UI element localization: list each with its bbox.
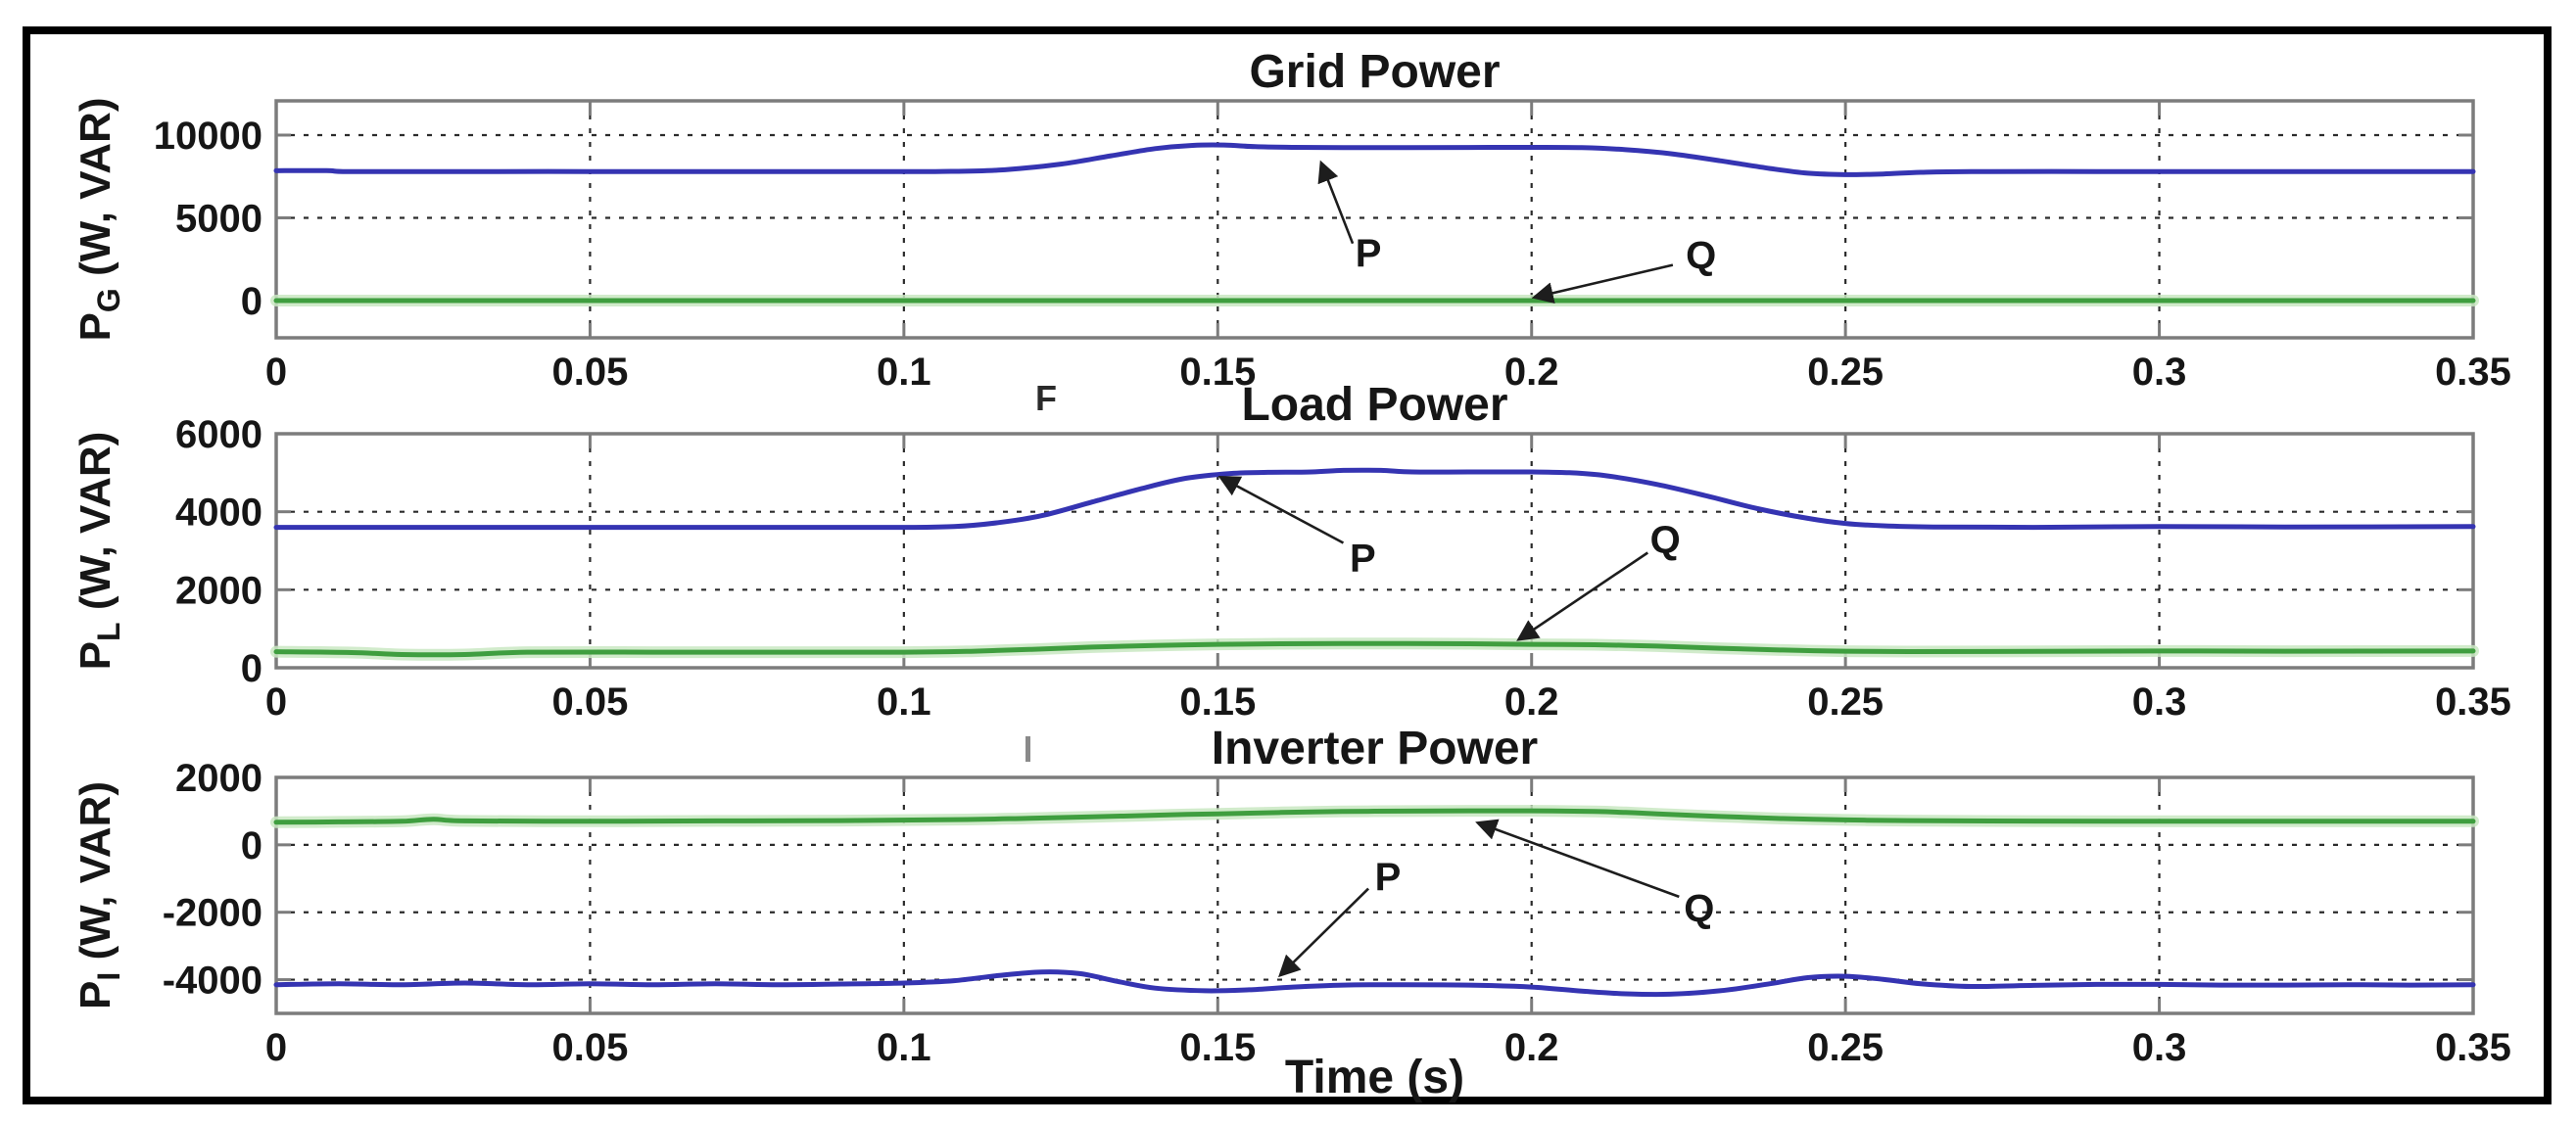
- axes-frame: [274, 99, 2475, 340]
- y-tick-label: 0: [241, 824, 262, 867]
- x-tick-label: 0.1: [877, 351, 931, 394]
- annotation-q-load-power: Q: [1516, 519, 1681, 641]
- annotation-arrow: [1516, 551, 1648, 641]
- annotation-arrow: [1531, 263, 1674, 305]
- x-tick-label: 0.25: [1807, 351, 1884, 394]
- annotation-q-inverter-power: Q: [1475, 819, 1714, 930]
- annotation-label: Q: [1684, 887, 1714, 930]
- q-line: [273, 640, 2476, 658]
- x-tick-label: 0.2: [1504, 1026, 1559, 1069]
- x-tick-label: 0: [265, 1026, 287, 1069]
- x-tick-label: 0.05: [551, 351, 628, 394]
- x-tick-label: 0.15: [1179, 1026, 1256, 1069]
- annotation-p-inverter-power: P: [1278, 856, 1402, 978]
- y-axis-label: PG (W, VAR): [72, 98, 126, 342]
- y-tick-label: -4000: [163, 960, 262, 1003]
- annotation-label: P: [1350, 538, 1376, 581]
- annotation-p-load-power: P: [1217, 476, 1376, 581]
- x-tick-label: 0.25: [1807, 680, 1884, 724]
- x-tick-label: 0.05: [551, 680, 628, 724]
- annotation-arrow: [1475, 819, 1680, 899]
- y-tick-label: 0: [241, 647, 262, 690]
- annotation-label: P: [1375, 856, 1402, 899]
- annotation-label: Q: [1686, 234, 1716, 277]
- annotation-label: Q: [1650, 519, 1681, 562]
- y-tick-label: 2000: [175, 757, 262, 800]
- x-tick-label: 0.3: [2132, 351, 2187, 394]
- x-tick-label: 0.05: [551, 1026, 628, 1069]
- x-tick-label: 0.15: [1179, 351, 1256, 394]
- stray-mark-bar: [1026, 736, 1030, 762]
- x-tick-label: 0.35: [2435, 1026, 2511, 1069]
- annotation-arrow: [1278, 887, 1370, 978]
- y-tick-label: 6000: [175, 413, 262, 456]
- x-tick-label: 0.1: [877, 680, 931, 724]
- annotation-arrow: [1217, 476, 1345, 544]
- figure-content: P Q Grid Power 0 0.05 0.1 0.15 0.2 0.25 0.3 0.35 0 5…: [23, 26, 2552, 1104]
- x-tick-label: 0: [265, 351, 287, 394]
- y-tick-label: 10000: [154, 115, 262, 158]
- y-axis-label: PL (W, VAR): [72, 432, 126, 671]
- y-tick-label: 5000: [175, 197, 262, 240]
- x-tick-label: 0: [265, 680, 287, 724]
- x-tick-label: 0.1: [877, 1026, 931, 1069]
- x-tick-label: 0.35: [2435, 351, 2511, 394]
- y-tick-label: -2000: [163, 892, 262, 935]
- annotation-p-grid-power: P: [1317, 160, 1382, 275]
- x-tick-label: 0.2: [1504, 351, 1559, 394]
- x-tick-label: 0.35: [2435, 680, 2511, 724]
- x-tick-label: 0.3: [2132, 1026, 2187, 1069]
- subplot-load-power: P Q Load Power 0 0.05 0.1 0.15 0.2 0.25 0.3 0.35 0 2…: [72, 379, 2511, 724]
- axes-frame: [274, 775, 2475, 1015]
- subplot-inverter-power: P Q Inverter Power 0 0.05 0.1 0.15 0.2 0.25 0.3 0.…: [72, 723, 2511, 1069]
- subplot-title: Load Power: [1241, 379, 1507, 431]
- subplot-grid-power: P Q Grid Power 0 0.05 0.1 0.15 0.2 0.25 0.3 0.35 0 5…: [72, 46, 2511, 394]
- subplot-title: Grid Power: [1249, 46, 1500, 98]
- x-tick-label: 0.2: [1504, 680, 1559, 724]
- p-line: [273, 467, 2476, 531]
- annotation-arrow: [1317, 160, 1355, 245]
- figure-border: [23, 26, 2552, 1104]
- x-axis-label: Time (s): [1285, 1052, 1464, 1103]
- stray-mark-f: F: [1035, 378, 1057, 418]
- subplot-title: Inverter Power: [1212, 723, 1538, 774]
- y-tick-label: 0: [241, 280, 262, 323]
- x-tick-label: 0.15: [1179, 680, 1256, 724]
- p-line: [273, 969, 2476, 998]
- axes-frame: [274, 432, 2475, 670]
- x-tick-label: 0.3: [2132, 680, 2187, 724]
- q-line: [273, 808, 2476, 825]
- y-tick-label: 2000: [175, 569, 262, 612]
- y-axis-label: PI (W, VAR): [72, 781, 126, 1009]
- annotation-label: P: [1356, 232, 1382, 275]
- p-line: [273, 142, 2476, 177]
- y-tick-label: 4000: [175, 492, 262, 535]
- annotation-q-grid-power: Q: [1531, 234, 1716, 305]
- x-tick-label: 0.25: [1807, 1026, 1884, 1069]
